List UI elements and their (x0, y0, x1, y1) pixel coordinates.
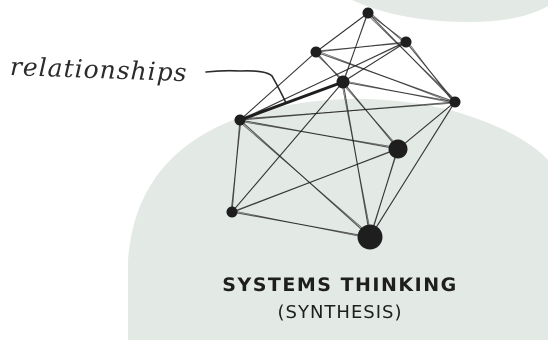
edge-n7-n8-sketch (230, 147, 400, 214)
network-node-n2 (310, 46, 322, 58)
edge-n1-n2-sketch (316, 13, 368, 52)
edge-n2-n5-sketch (238, 50, 318, 122)
network-node-n7 (388, 139, 408, 159)
edge-n1-n3-sketch (368, 11, 406, 44)
network-node-n4 (336, 75, 350, 89)
background-blob-main (128, 98, 548, 340)
annotation-arrow (205, 69, 287, 104)
network-node-n3 (400, 36, 412, 48)
edge-n4-n9-sketch (341, 82, 372, 237)
network-nodes (226, 7, 461, 250)
edge-n2-n4-sketch (314, 52, 345, 82)
edge-n5-n8-sketch (230, 118, 242, 214)
edge-n6-n7-sketch (396, 100, 457, 151)
diagram-subtitle: (SYNTHESIS) (277, 302, 403, 323)
network-node-n6 (449, 96, 461, 108)
edge-n4-n8-sketch (230, 80, 345, 214)
background-blob-top (352, 0, 548, 22)
edge-n6-n9-sketch (370, 102, 455, 237)
network-node-n8 (226, 206, 238, 218)
edge-n8-n9-sketch (232, 210, 370, 239)
edge-n7-n9-sketch (370, 149, 398, 237)
relationships-annotation: relationships (9, 52, 189, 88)
edge-n5-n9-sketch (238, 120, 372, 237)
highlighted-relationship-edge (238, 80, 345, 122)
edge-n1-n6-sketch (366, 13, 457, 102)
edge-n4-n6-sketch (343, 80, 455, 104)
network-edges (230, 11, 457, 239)
edge-n5-n7-sketch (238, 120, 400, 149)
edge-n2-n6-sketch (316, 50, 455, 104)
network-node-n5 (234, 114, 246, 126)
edge-n4-n7-sketch (341, 82, 400, 149)
diagram-title: SYSTEMS THINKING (222, 274, 458, 296)
edge-n2-n3-sketch (316, 42, 406, 52)
network-node-n9 (357, 224, 383, 250)
edge-n3-n4-sketch (343, 42, 406, 82)
network-node-n1 (362, 7, 374, 19)
edge-n5-n3-sketch (238, 40, 408, 122)
edge-n5-n6-sketch (240, 102, 455, 120)
